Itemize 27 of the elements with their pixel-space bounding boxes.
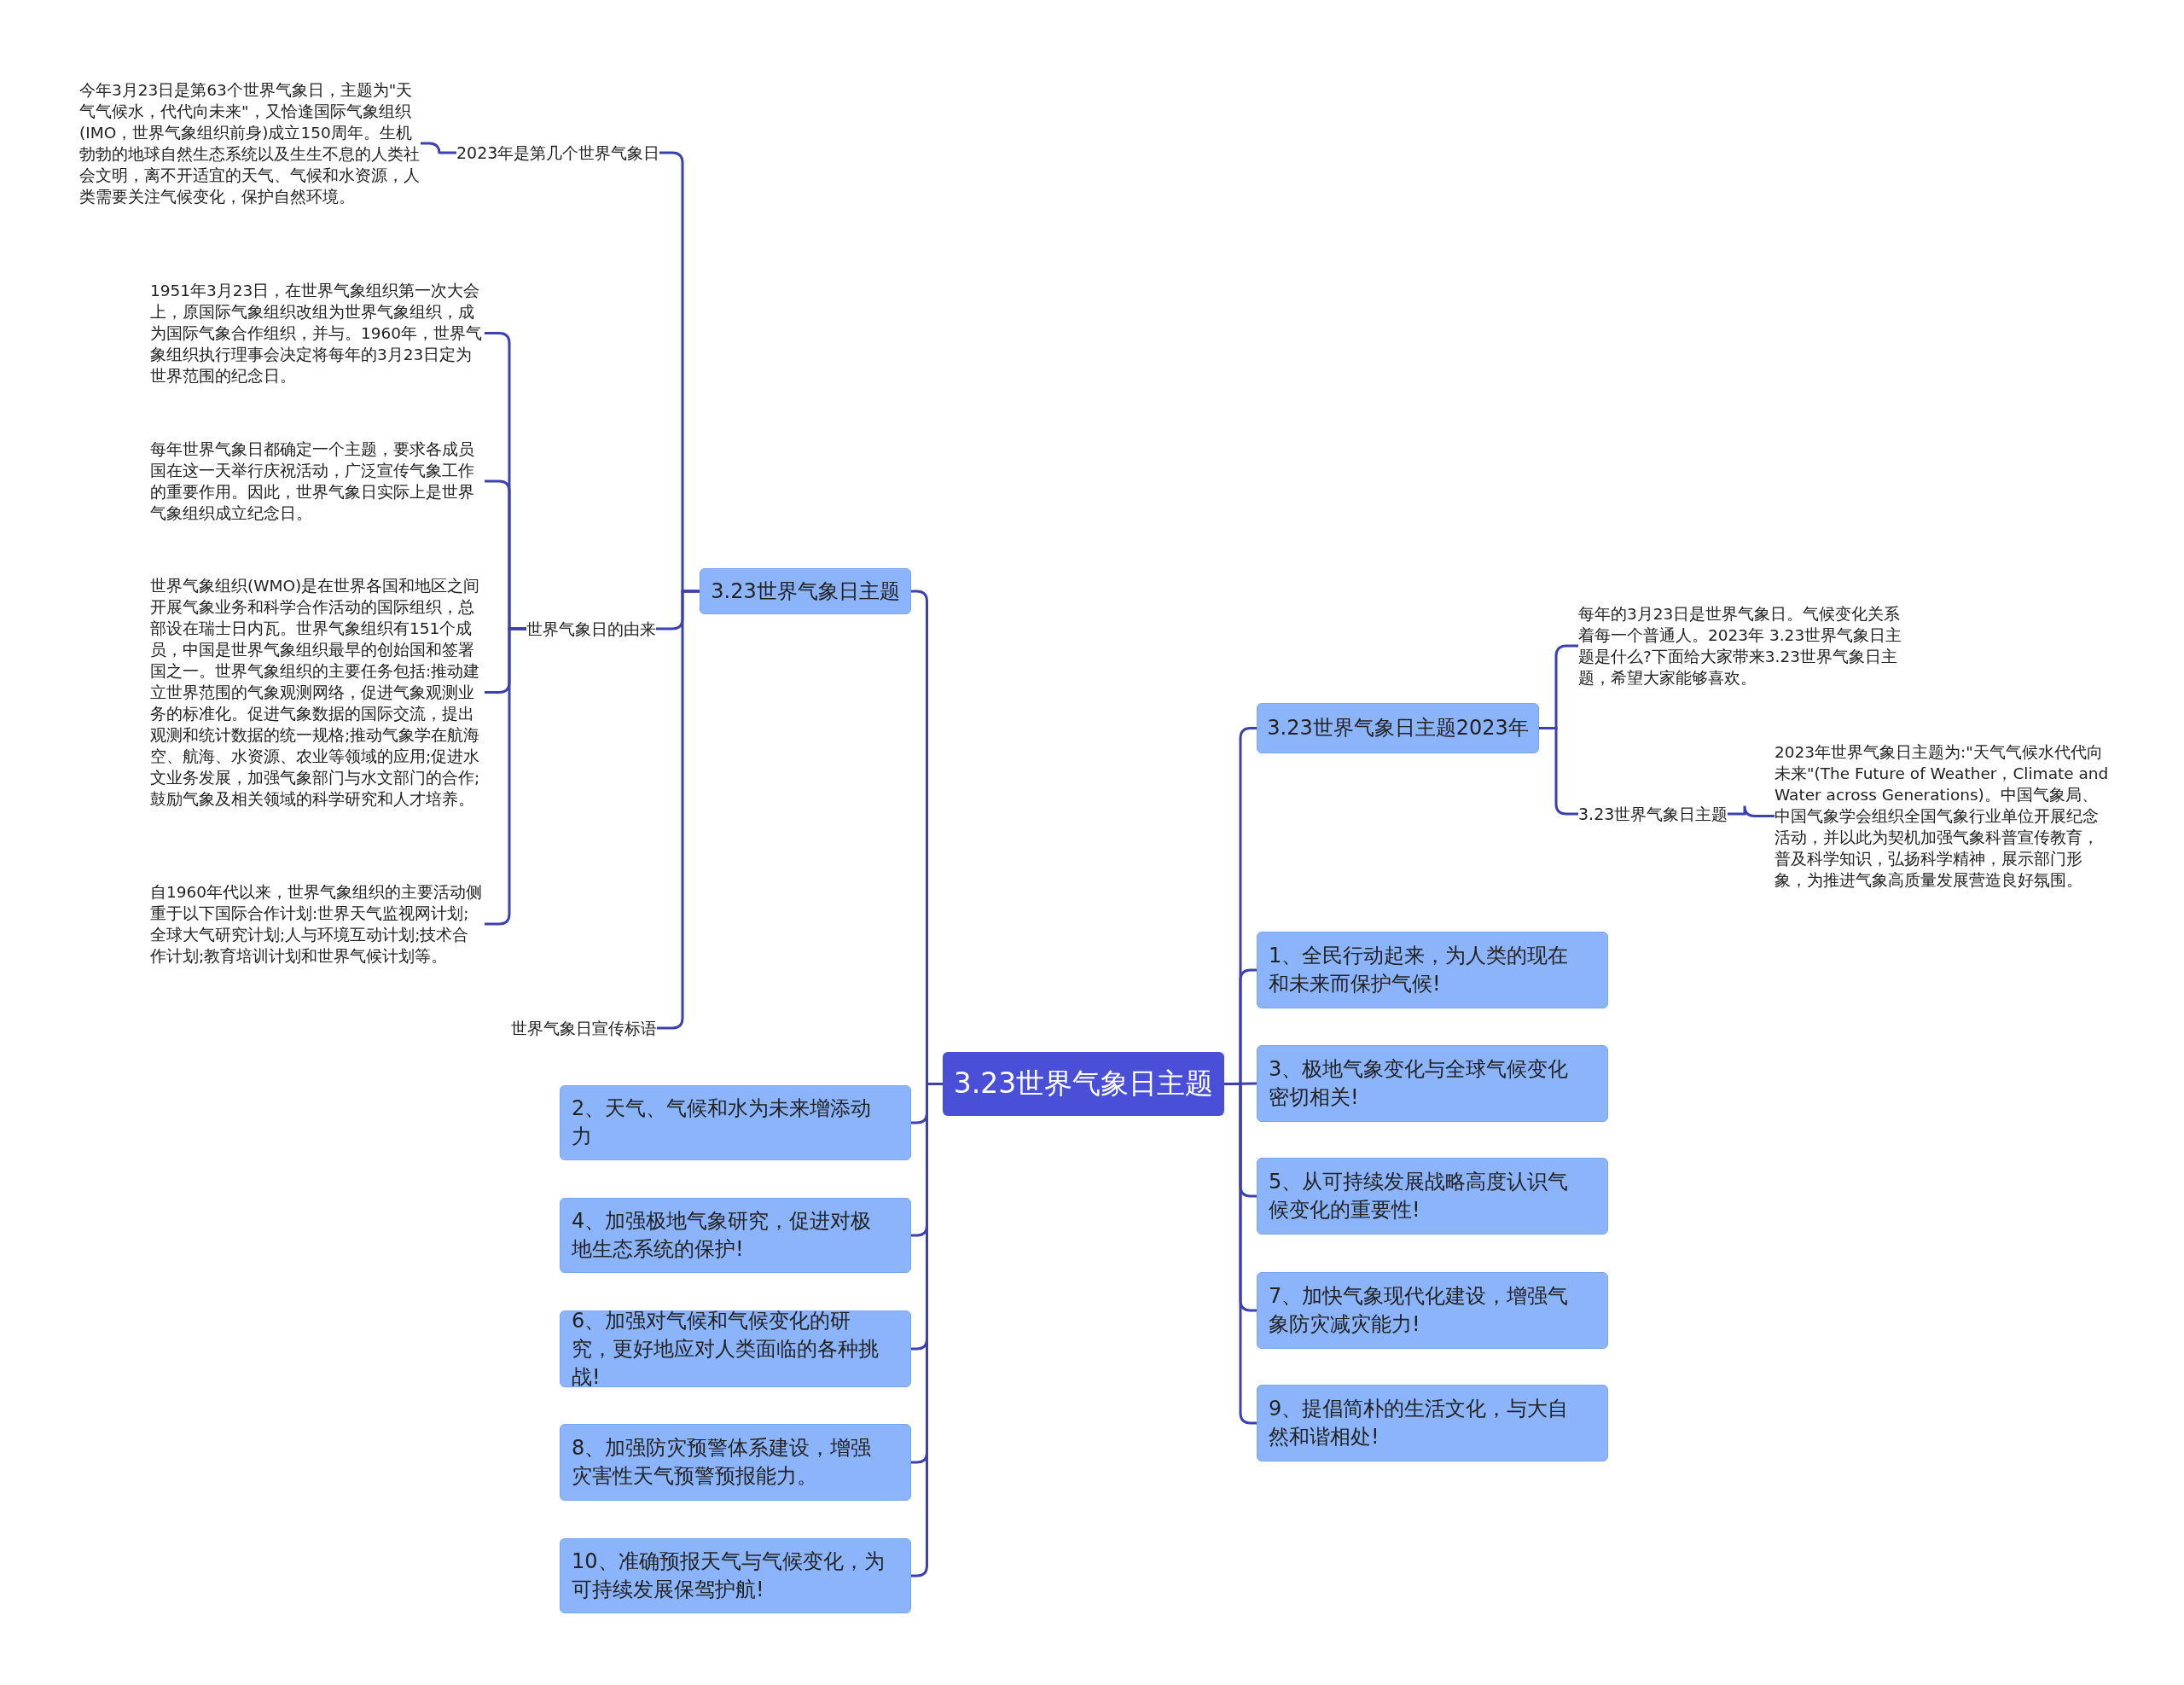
central-topic-box: 3.23世界气象日主题 <box>943 1052 1224 1116</box>
topic-box: 3.23世界气象日主题2023年 <box>1257 703 1539 753</box>
branch-label: 世界气象日宣传标语 <box>511 1018 657 1038</box>
branch-label: 世界气象日的由来 <box>526 619 656 639</box>
paragraph-text: 今年3月23日是第63个世界气象日，主题为"天气气候水，代代向未来"，又恰逢国际气象组织(IMO，世界气象组织前身)成立150周年。生机勃勃的地球自然生态系统以及生生不息的人类社会文明，离不开适宜的天气、气候和水资源，人类需要关注气候变化，保护自然环境。 <box>79 79 421 207</box>
connector-line <box>1728 805 1774 817</box>
topic-box: 8、加强防灾预警体系建设，增强灾害性天气预警预报能力。 <box>560 1424 911 1501</box>
paragraph-text: 每年世界气象日都确定一个主题，要求各成员国在这一天举行庆祝活动，广泛宣传气象工作的重要作用。因此，世界气象日实际上是世界气象组织成立纪念日。 <box>150 439 485 524</box>
paragraph-text: 世界气象组织(WMO)是在世界各国和地区之间开展气象业务和科学合作活动的国际组织，总部设在瑞士日内瓦。世界气象组织有151个成员，中国是世界气象组织最早的创始国和签署国之一。世界气象组织的主要任务包括:推动建立世界范围的气象观测网络，促进气象观测业务的标准化。促进气象数据的国际交流，提出观测和统计数据的统一规格;推动气象学在航海空、航海、水资源、农业等领域的应用;促进水文业务发展，加强气象部门与水文部门的合作;鼓励气象及相关领域的科学研究和人才培养。 <box>150 575 485 810</box>
topic-box: 6、加强对气候和气候变化的研究，更好地应对人类面临的各种挑战! <box>560 1310 911 1387</box>
branch-label: 3.23世界气象日主题 <box>1578 804 1728 824</box>
connector-line <box>421 142 456 155</box>
topic-box: 3、极地气象变化与全球气候变化密切相关! <box>1257 1045 1608 1122</box>
branch-label: 2023年是第几个世界气象日 <box>456 142 660 163</box>
topic-box: 1、全民行动起来，为人类的现在和未来而保护气候! <box>1257 932 1608 1008</box>
connector-line <box>1224 1083 1257 1425</box>
topic-box: 5、从可持续发展战略高度认识气候变化的重要性! <box>1257 1158 1608 1235</box>
paragraph-text: 2023年世界气象日主题为:"天气气候水代代向未来"(The Future of Weather，Climate and Water across Generations)。中国气象局、中国气象学会组织全国气象行业单位开展纪念活动，并以此为契机加强气象科普宣传教育，普及科学知识，弘扬科学精神，展示部门形象，为推进气象高质量发展营造良好氛围。 <box>1774 741 2111 891</box>
topic-box: 7、加快气象现代化建设，增强气象防灾减灾能力! <box>1257 1272 1608 1349</box>
topic-box: 9、提倡简朴的生活文化，与大自然和谐相处! <box>1257 1385 1608 1461</box>
topic-box: 10、准确预报天气与气候变化，为可持续发展保驾护航! <box>560 1538 911 1613</box>
paragraph-text: 每年的3月23日是世界气象日。气候变化关系着每一个普通人。2023年 3.23世界气象日主题是什么?下面给大家带来3.23世界气象日主题，希望大家能够喜欢。 <box>1578 603 1913 689</box>
topic-box: 2、天气、气候和水为未来增添动力 <box>560 1085 911 1160</box>
paragraph-text: 自1960年代以来，世界气象组织的主要活动侧重于以下国际合作计划:世界天气监视网计划;全球大气研究计划;人与环境互动计划;技术合作计划;教育培训计划和世界气候计划等。 <box>150 881 485 967</box>
topic-box: 3.23世界气象日主题 <box>700 568 911 614</box>
topic-box: 4、加强极地气象研究，促进对极地生态系统的保护! <box>560 1198 911 1273</box>
paragraph-text: 1951年3月23日，在世界气象组织第一次大会上，原国际气象组织改组为世界气象组织，成为国际气象合作组织，并与。1960年，世界气象组织执行理事会决定将每年的3月23日定为世界范围的纪念日。 <box>150 280 485 386</box>
